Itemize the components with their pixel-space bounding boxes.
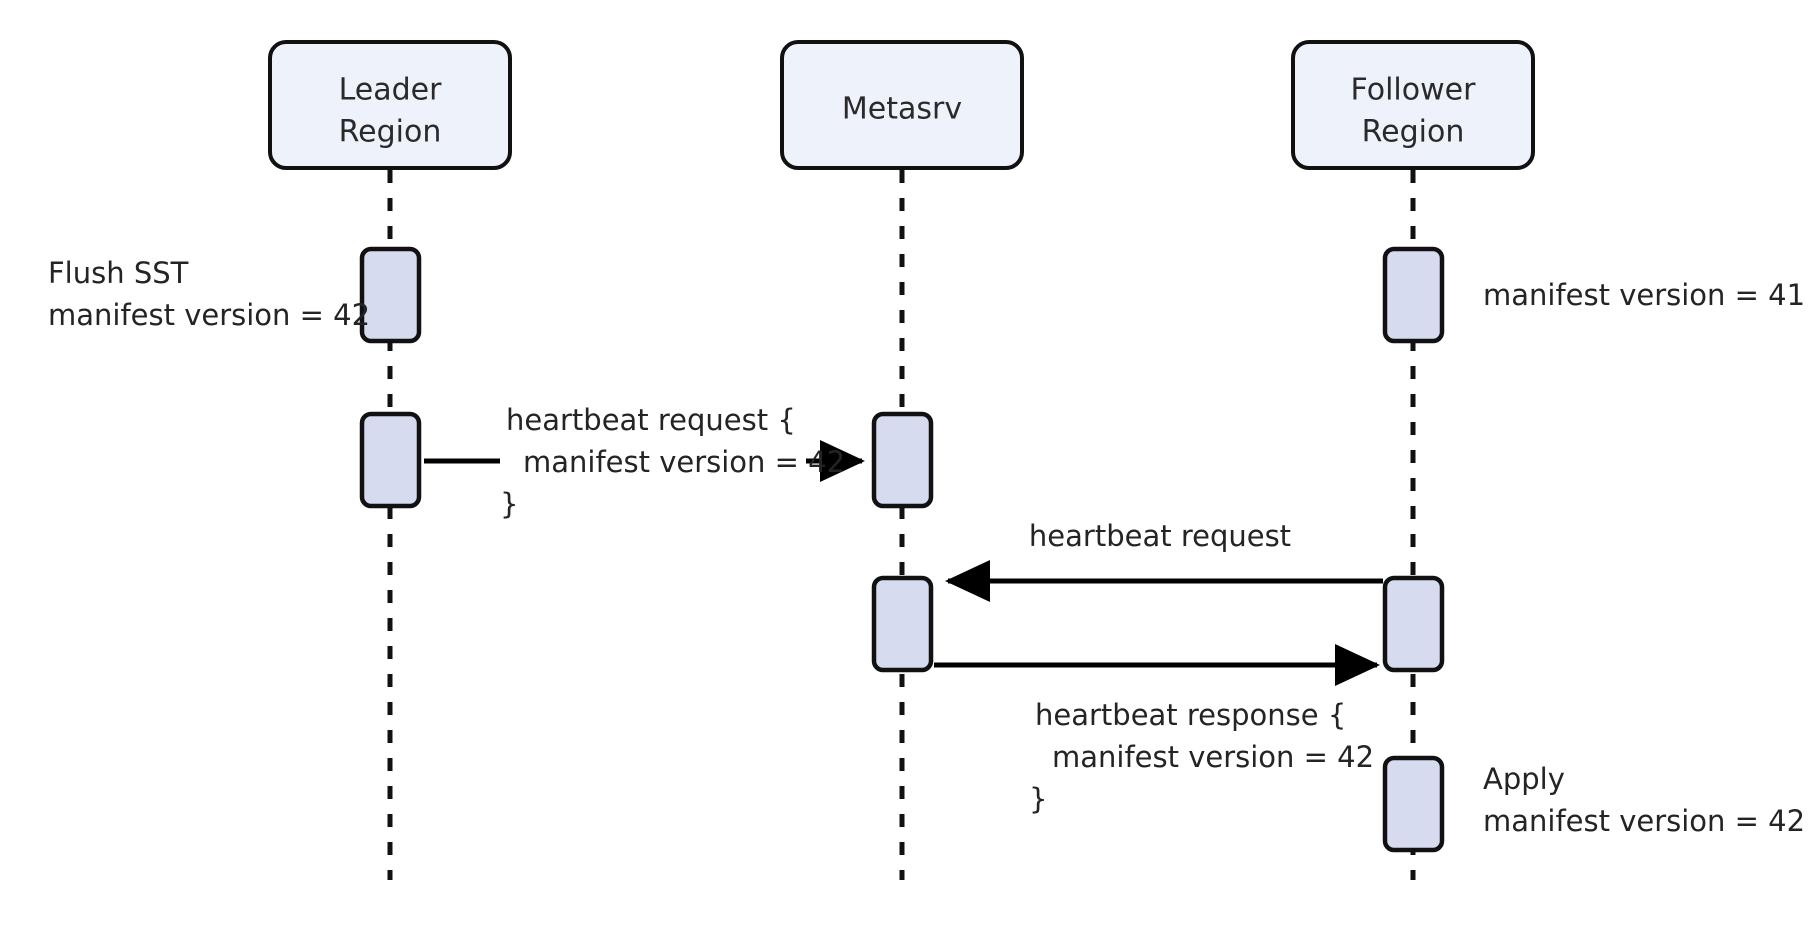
actor-follower-region[interactable]: Follower Region bbox=[1291, 40, 1535, 170]
actor-box-metasrv[interactable] bbox=[780, 40, 1024, 170]
activation-leader-flush[interactable] bbox=[359, 246, 422, 344]
note-flush-sst-line2: manifest version = 42 bbox=[48, 298, 370, 332]
note-apply-line1: Apply bbox=[1483, 762, 1565, 796]
activation-leader-heartbeat[interactable] bbox=[359, 411, 422, 509]
note-follower-version-41: manifest version = 41 bbox=[1483, 278, 1805, 312]
actor-label-follower-line1: Follower bbox=[1351, 73, 1477, 108]
activation-follower-heartbeat[interactable] bbox=[1382, 575, 1445, 673]
activation-follower-initial[interactable] bbox=[1382, 246, 1445, 344]
activation-follower-apply[interactable] bbox=[1382, 755, 1445, 853]
note-apply: Apply manifest version = 42 bbox=[1483, 762, 1805, 838]
message-label-1-line3: } bbox=[500, 487, 518, 521]
actor-box-leader[interactable] bbox=[268, 40, 512, 170]
actor-leader-region[interactable]: Leader Region bbox=[268, 40, 512, 170]
message-label-3-line3: } bbox=[1029, 782, 1047, 816]
actor-metasrv[interactable]: Metasrv bbox=[780, 40, 1024, 170]
message-label-2-line1: heartbeat request bbox=[1029, 519, 1291, 553]
note-flush-sst: Flush SST manifest version = 42 bbox=[48, 256, 370, 332]
activation-metasrv-follower-heartbeat[interactable] bbox=[871, 575, 934, 673]
activations-group bbox=[359, 246, 1445, 853]
actor-label-leader-line1: Leader bbox=[339, 73, 443, 108]
actor-box-follower[interactable] bbox=[1291, 40, 1535, 170]
note-apply-line2: manifest version = 42 bbox=[1483, 804, 1805, 838]
message-leader-to-metasrv[interactable]: heartbeat request { manifest version = 4… bbox=[424, 403, 866, 521]
note-version41-line1: manifest version = 41 bbox=[1483, 278, 1805, 312]
message-label-1-line1: heartbeat request { bbox=[506, 403, 796, 437]
message-label-3-line2: manifest version = 42 bbox=[1052, 740, 1374, 774]
message-label-3-line1: heartbeat response { bbox=[1035, 698, 1346, 732]
message-label-1-line2: manifest version = 42 bbox=[523, 445, 845, 479]
message-follower-to-metasrv[interactable]: heartbeat request bbox=[944, 519, 1383, 602]
actor-label-follower-line2: Region bbox=[1362, 115, 1465, 150]
note-flush-sst-line1: Flush SST bbox=[48, 256, 189, 290]
actor-label-metasrv-line1: Metasrv bbox=[842, 92, 962, 127]
activation-metasrv-leader-heartbeat[interactable] bbox=[871, 411, 934, 509]
message-metasrv-to-follower[interactable]: heartbeat response { manifest version = … bbox=[934, 644, 1381, 816]
actor-label-leader-line2: Region bbox=[339, 115, 442, 150]
